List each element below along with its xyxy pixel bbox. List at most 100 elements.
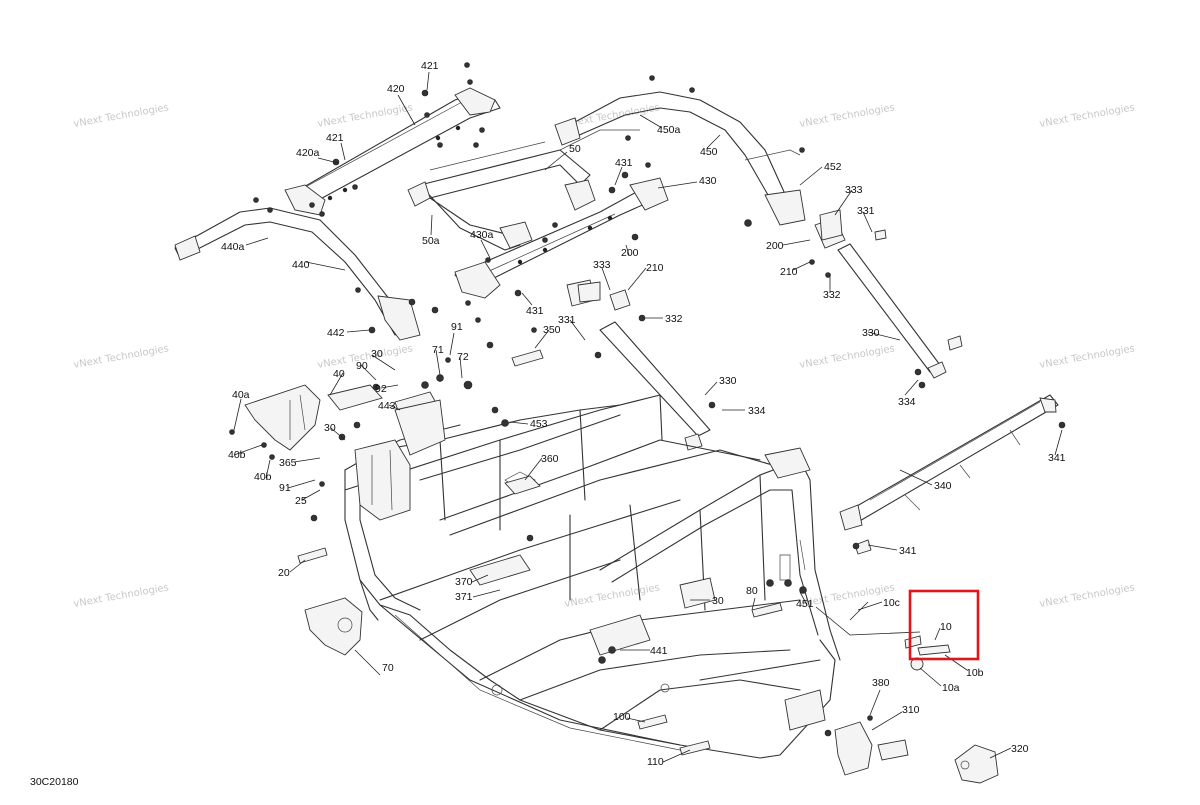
watermark: vNext Technologies (1039, 582, 1136, 610)
leader-lines (233, 71, 1063, 763)
watermark: vNext Technologies (564, 102, 661, 130)
part-tube-330-left (566, 279, 711, 451)
callout-label: 360 (541, 453, 559, 465)
callout-label: 443 (378, 400, 396, 412)
watermarks: vNext Technologies vNext Technologies vN… (73, 102, 1136, 610)
callout-label: 210 (646, 262, 664, 274)
callout-label: 200 (766, 240, 784, 252)
callout-label: 453 (530, 418, 548, 430)
callout-label: 10 (940, 621, 952, 633)
part-roll-bar-left-front (284, 87, 501, 216)
callout-label: 91 (279, 482, 291, 494)
callout-label: 20 (278, 567, 290, 579)
part-pins-misc (297, 209, 887, 756)
watermark: vNext Technologies (73, 102, 170, 130)
callout-label: 310 (902, 704, 920, 716)
callout-label: 90 (356, 360, 368, 372)
hardware-dots (229, 62, 1066, 737)
callout-label: 341 (899, 545, 917, 557)
watermark: vNext Technologies (73, 582, 170, 610)
drawing-code: 30C20180 (30, 776, 79, 788)
watermark: vNext Technologies (564, 582, 661, 610)
callout-label: 30 (324, 422, 336, 434)
callout-label: 420 (387, 83, 405, 95)
callout-label: 40 (333, 368, 345, 380)
callout-label: 334 (898, 396, 916, 408)
callout-label: 442 (327, 327, 345, 339)
callout-label: 72 (457, 351, 469, 363)
callout-label: 421 (326, 132, 344, 144)
callout-label: 330 (862, 327, 880, 339)
watermark: vNext Technologies (799, 343, 896, 371)
callout-label: 332 (823, 289, 841, 301)
callout-label: 10b (966, 667, 984, 679)
highlight-box (908, 589, 980, 661)
callout-label: 380 (872, 677, 890, 689)
callout-label: 451 (796, 598, 814, 610)
callout-label: 441 (650, 645, 668, 657)
callout-label: 371 (455, 591, 473, 603)
callout-label: 110 (647, 756, 664, 768)
callout-label: 430a (470, 229, 494, 241)
callout-label: 450a (657, 124, 681, 136)
callout-label: 320 (1011, 743, 1029, 755)
callout-label: 431 (615, 157, 633, 169)
part-bracket-70 (304, 597, 363, 656)
part-pin-10 (904, 635, 951, 671)
part-bracket-310 (834, 721, 909, 776)
callout-label: 452 (824, 161, 842, 173)
callout-label: 40b (228, 449, 246, 461)
callout-label: 10a (942, 682, 960, 694)
callout-label: 10c (883, 597, 900, 609)
callout-label: 333 (845, 184, 863, 196)
callout-label: 430 (699, 175, 717, 187)
part-bracket-320 (954, 744, 999, 784)
part-tube-340 (839, 394, 1059, 531)
callout-label: 421 (421, 60, 439, 72)
callout-labels: 421 420 421 420a 440a 440 442 50 50a 430… (221, 60, 1066, 768)
callout-label: 80 (746, 585, 758, 597)
callout-label: 440a (221, 241, 245, 253)
part-roll-bar-430 (454, 177, 669, 299)
watermark: vNext Technologies (1039, 343, 1136, 371)
callout-label: 331 (558, 314, 576, 326)
callout-label: 340 (934, 480, 952, 492)
callout-label: 420a (296, 147, 320, 159)
callout-label: 71 (432, 344, 444, 356)
callout-label: 50a (422, 235, 440, 247)
callout-label: 92 (375, 383, 387, 395)
callout-label: 200 (621, 247, 639, 259)
part-bracket-40 (244, 384, 321, 451)
callout-label: 331 (857, 205, 875, 217)
callout-label: 40b (254, 471, 272, 483)
callout-label: 40a (232, 389, 250, 401)
callout-label: 365 (279, 457, 297, 469)
callout-label: 370 (455, 576, 473, 588)
watermark: vNext Technologies (799, 102, 896, 130)
callout-label: 341 (1048, 452, 1066, 464)
callout-label: 50 (569, 143, 581, 155)
callout-label: 25 (295, 495, 307, 507)
part-bracket-350 (511, 349, 544, 367)
part-roll-bar-right (554, 91, 806, 226)
callout-label: 332 (665, 313, 683, 325)
callout-label: 91 (451, 321, 463, 333)
callout-label: 440 (292, 259, 310, 271)
watermark: vNext Technologies (1039, 102, 1136, 130)
callout-label: 450 (700, 146, 718, 158)
callout-label: 334 (748, 405, 766, 417)
part-roll-bar-left-rear (174, 207, 421, 341)
callout-label: 100 (613, 711, 631, 723)
callout-label: 70 (382, 662, 394, 674)
callout-label: 30 (371, 348, 383, 360)
callout-label: 210 (780, 266, 798, 278)
callout-label: 330 (719, 375, 737, 387)
watermark: vNext Technologies (73, 343, 170, 371)
part-cross-tube-50 (407, 129, 640, 251)
watermark: vNext Technologies (317, 102, 414, 130)
callout-label: 431 (526, 305, 544, 317)
callout-label: 350 (543, 324, 561, 336)
part-link-360 (504, 475, 541, 495)
part-main-frame (344, 394, 841, 759)
